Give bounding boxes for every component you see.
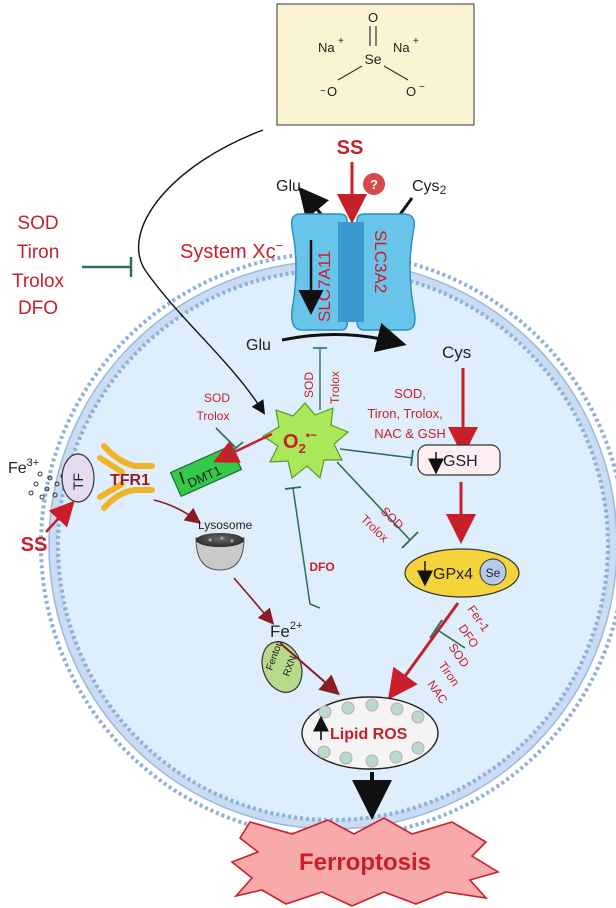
superoxide-gsh-inhibition: [339, 448, 414, 459]
cys2-label: Cys2: [412, 178, 447, 197]
sodium-right-label: Na: [393, 40, 410, 55]
slc3a2-label: SLC3A2: [371, 230, 390, 293]
system-xc-label: System Xc−: [180, 238, 283, 263]
cys-inside-label: Cys: [442, 343, 471, 362]
fe2-label: Fe2+: [270, 620, 302, 641]
glu-outside-label: Glu: [276, 178, 301, 195]
selenite-to-superoxide-arrow: [137, 129, 266, 415]
outside-inhibitor-dfo: DFO: [18, 298, 58, 319]
dmt1-increase-arrow: [179, 471, 185, 485]
dmt1-inhibitors: SOD Trolox: [197, 391, 231, 423]
gsh-inhibitor-3: NAC & GSH: [374, 426, 446, 441]
ferroptosis-label: Ferroptosis: [299, 849, 431, 876]
slc7a11-label: SLC7A11: [315, 250, 334, 322]
fe2-to-lipid-ros-arrow: [279, 642, 341, 696]
lipid-inhibition-line: [435, 628, 466, 649]
tfr1-receptor: [97, 443, 155, 511]
question-mark: ?: [370, 177, 378, 192]
fenton-reaction: Fenton RXN: [261, 639, 303, 693]
oxygen-left-label: O: [327, 84, 337, 99]
lysosome-icon: [195, 533, 245, 571]
superoxide-label: O2•−: [283, 428, 317, 456]
dmt1-inhibitor-sod: SOD: [204, 391, 230, 405]
lipid-ros-node: Lipid ROS: [301, 696, 439, 770]
fe2-inhibitor-dfo: DFO: [309, 560, 334, 574]
tfr1-label: TFR1: [110, 472, 150, 489]
oxygen-right-charge: −: [419, 82, 425, 93]
lysosome-label: Lysosome: [198, 518, 253, 532]
oxygen-top-label: O: [368, 10, 378, 25]
fe3-label: Fe3+: [8, 457, 39, 477]
cell: [39, 251, 616, 839]
sodium-left-charge: +: [338, 36, 344, 47]
outside-inhibitor-sod: SOD: [17, 213, 58, 234]
sodium-selenite-structure: O Se Na + Na + − O O −: [276, 3, 475, 126]
sodium-right-charge: +: [413, 36, 419, 47]
oxygen-left-charge: −: [320, 86, 326, 97]
ss-left-label: SS: [21, 534, 48, 556]
oxygen-right-label: O: [406, 84, 416, 99]
ss-to-tf-arrow: [45, 500, 75, 533]
outside-inhibitor-tiron: Tiron: [17, 242, 60, 263]
question-badge: ?: [363, 173, 385, 195]
gsh-inhibitors: SOD, Tiron, Trolox, NAC & GSH: [367, 386, 445, 441]
lysosome-to-fe2-arrow: [233, 577, 275, 625]
gpx4-to-lipid-ros-arrow: [387, 602, 460, 700]
gsh-inhibitor-1: SOD,: [394, 386, 426, 401]
lipid-ros-label: Lipid ROS: [330, 726, 408, 743]
cys-import-arrow: [281, 323, 407, 353]
gsh-node: GSH: [417, 444, 501, 476]
selenium-node-label: Se: [486, 566, 501, 580]
dmt1-inhibitor-trolox: Trolox: [197, 409, 230, 423]
sodium-left-label: Na: [318, 40, 335, 55]
gsh-label: GSH: [443, 453, 478, 470]
superoxide-gpx4-inhibition: [336, 461, 411, 541]
gsh-inhibitor-2: Tiron, Trolox,: [367, 406, 442, 421]
superoxide-burst: O2•−: [261, 402, 350, 480]
transferrin: TF: [61, 453, 95, 503]
outside-inhibitor-trolox: Trolox: [12, 271, 65, 292]
gpx4-node: GPx4 Se: [404, 548, 520, 598]
ferroptosis-burst: Ferroptosis: [230, 817, 500, 907]
tf-label: TF: [70, 473, 86, 490]
glu-inside-label: Glu: [246, 337, 271, 354]
outside-inhibitors: SOD Tiron Trolox DFO: [12, 213, 65, 319]
tfr1-to-lysosome-arrow: [153, 499, 202, 524]
selenium-label: Se: [364, 51, 381, 67]
ss-top-label: SS: [337, 137, 364, 159]
fe2-superoxide-inhibition: [292, 487, 311, 605]
xc-inhibitor-sod: SOD: [302, 372, 316, 398]
lipid-droplets: [317, 698, 425, 768]
xc-inhibitor-trolox: Trolox: [328, 371, 342, 404]
gpx4-label: GPx4: [433, 566, 473, 583]
